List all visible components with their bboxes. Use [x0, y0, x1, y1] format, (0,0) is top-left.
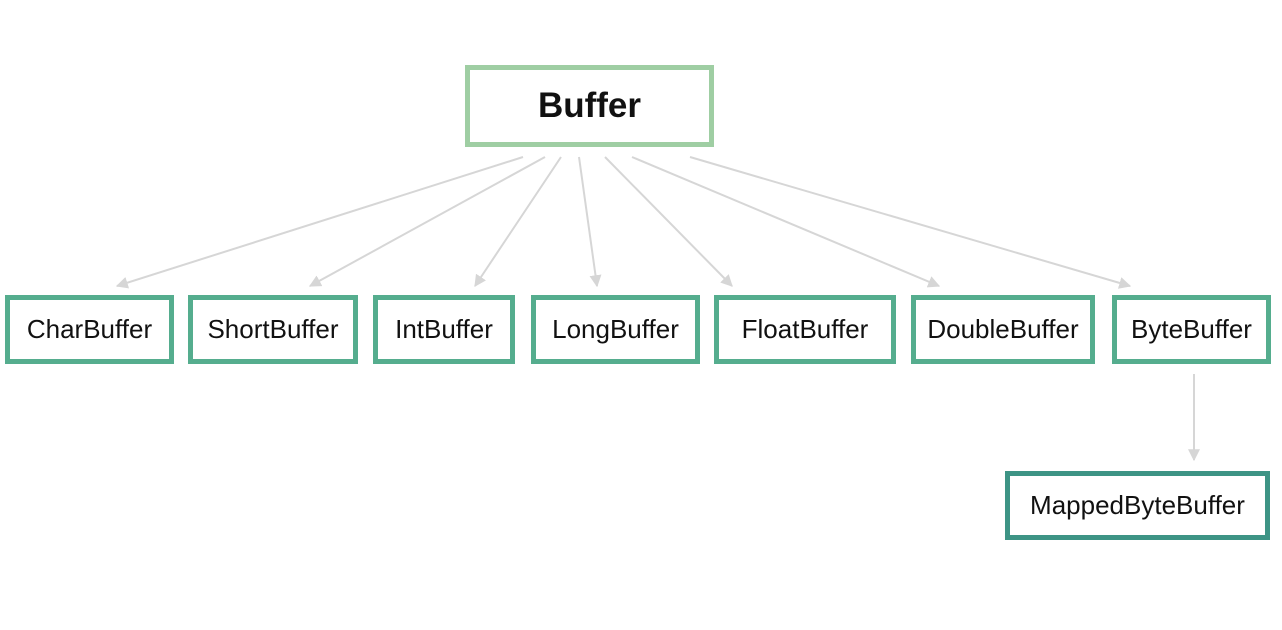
node-intbuffer: IntBuffer: [373, 295, 515, 364]
node-label: ByteBuffer: [1131, 314, 1252, 344]
node-mappedbytebuffer: MappedByteBuffer: [1005, 471, 1270, 540]
edge-buffer-to-longbuffer: [578, 156, 602, 288]
node-label: CharBuffer: [26, 314, 153, 344]
node-buffer: Buffer: [465, 65, 714, 147]
node-doublebuffer: DoubleBuffer: [911, 295, 1095, 364]
node-bytebuffer: ByteBuffer: [1112, 295, 1271, 364]
edge-buffer-to-doublebuffer: [631, 156, 941, 288]
node-charbuffer: CharBuffer: [5, 295, 174, 364]
edge-buffer-to-floatbuffer: [604, 156, 733, 287]
node-label: DoubleBuffer: [927, 314, 1079, 344]
edge-buffer-to-bytebuffer: [689, 156, 1132, 289]
node-label: ShortBuffer: [207, 314, 339, 344]
node-label: Buffer: [537, 86, 642, 125]
node-label: LongBuffer: [552, 314, 679, 344]
edge-buffer-to-charbuffer: [115, 156, 524, 289]
node-label: MappedByteBuffer: [1030, 490, 1245, 520]
edge-buffer-to-intbuffer: [474, 156, 562, 287]
edge-buffer-to-shortbuffer: [308, 156, 546, 287]
node-label: IntBuffer: [395, 314, 493, 344]
node-longbuffer: LongBuffer: [531, 295, 700, 364]
node-floatbuffer: FloatBuffer: [714, 295, 896, 364]
node-label: FloatBuffer: [741, 314, 869, 344]
node-shortbuffer: ShortBuffer: [188, 295, 358, 364]
